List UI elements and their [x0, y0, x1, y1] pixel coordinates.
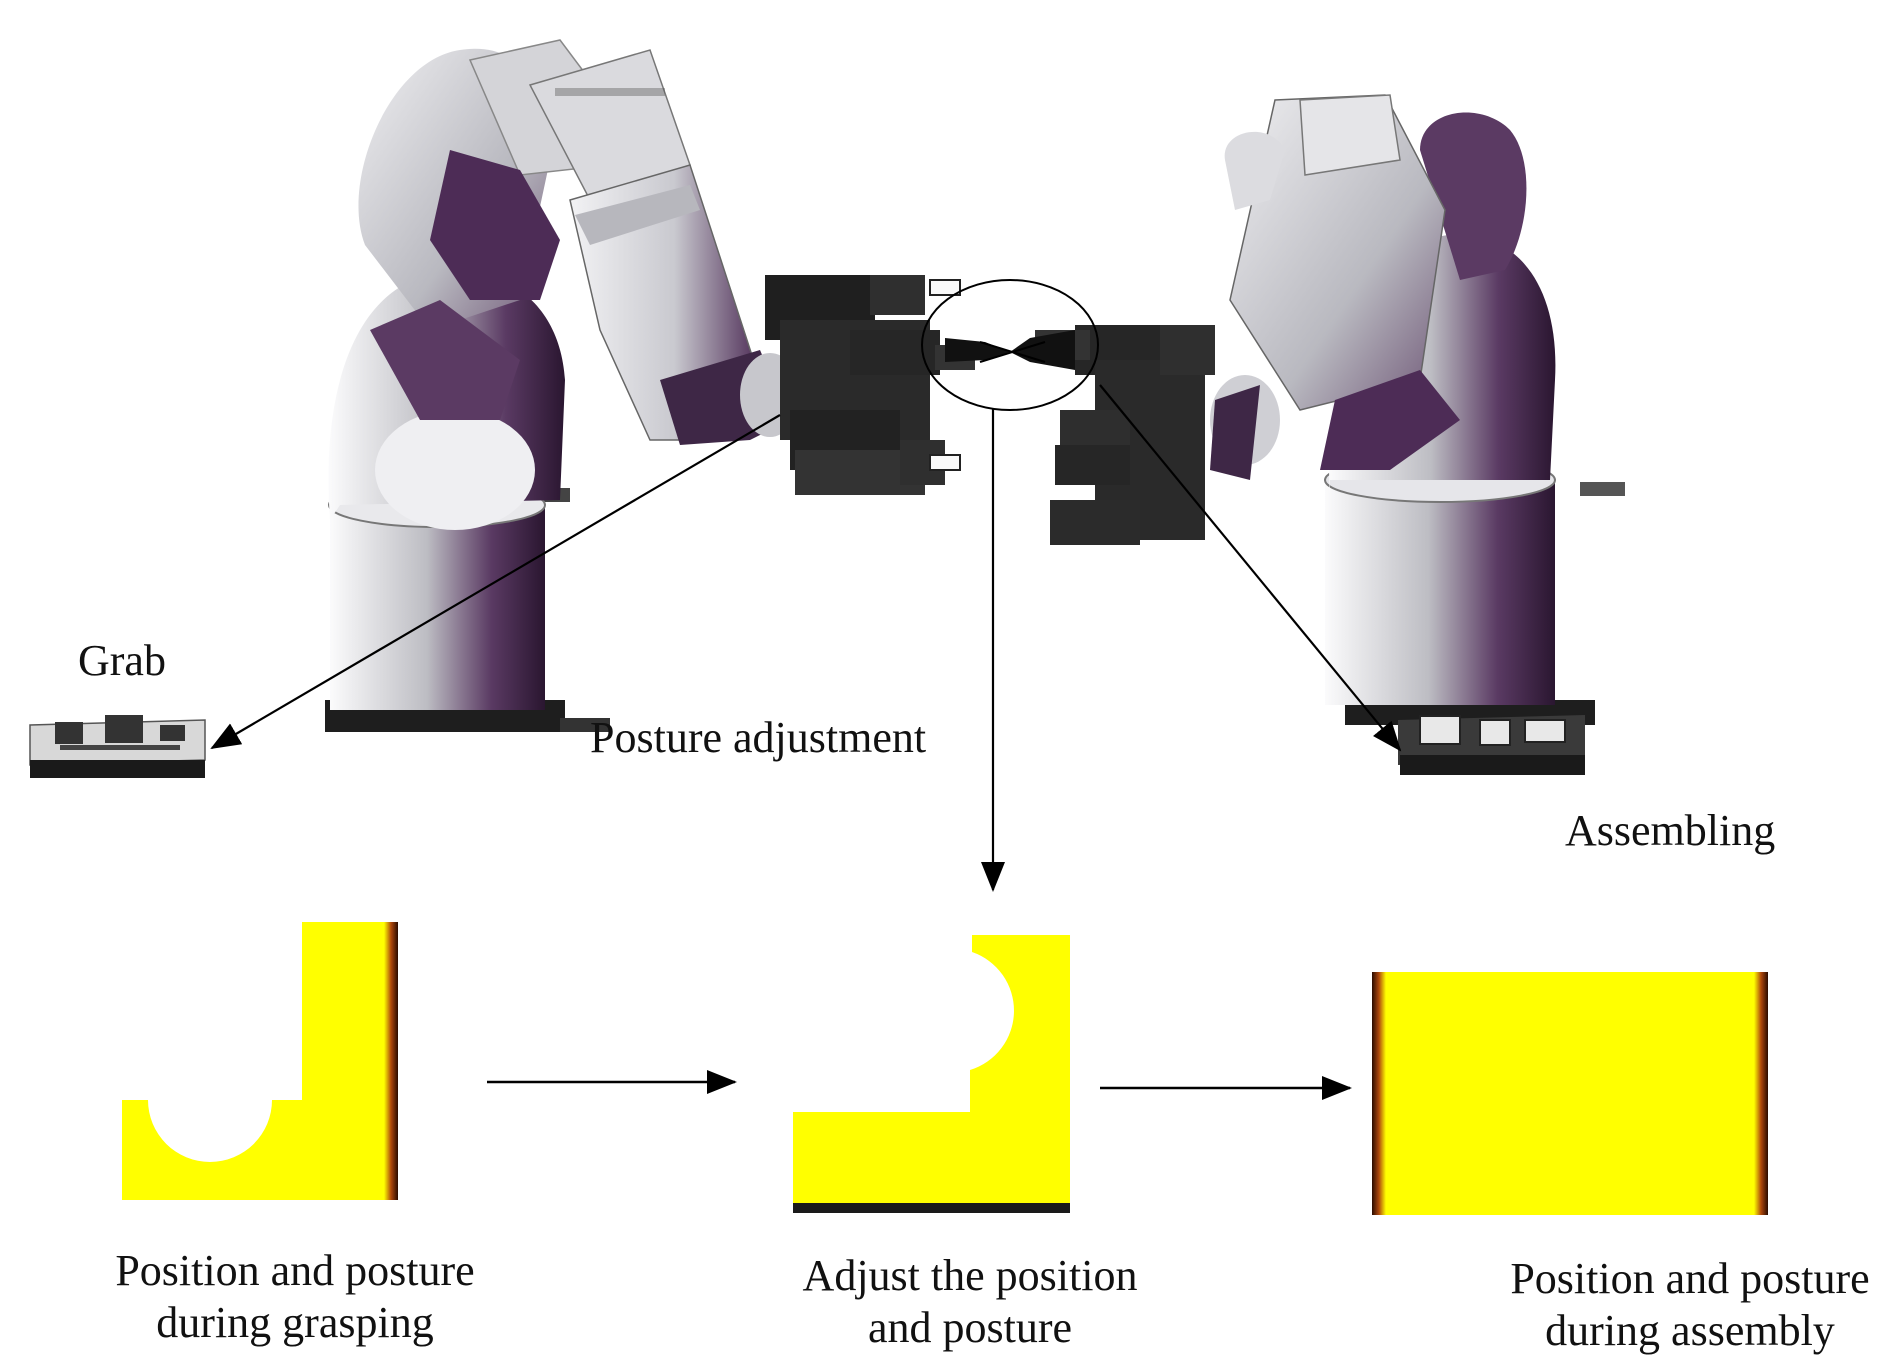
workpiece-plate-assembly	[1398, 715, 1585, 775]
meeting-fingers	[945, 330, 1075, 370]
caption-assembly: Position and posture during assembly	[1490, 1253, 1890, 1357]
caption-assembly-line2: during assembly	[1545, 1306, 1835, 1355]
caption-grasping: Position and posture during grasping	[90, 1245, 500, 1349]
workpiece-plate-grab	[29, 715, 206, 778]
caption-grasping-line2: during grasping	[156, 1298, 434, 1347]
arrow-to-grab	[210, 414, 781, 750]
label-assembling: Assembling	[1565, 806, 1776, 855]
caption-adjust: Adjust the position and posture	[780, 1250, 1160, 1354]
zoom-circle	[921, 279, 1099, 411]
caption-grasping-line1: Position and posture	[115, 1246, 475, 1295]
caption-adjust-line2: and posture	[867, 1303, 1073, 1352]
part-grasping	[122, 922, 398, 1200]
arrow-to-assembly	[1099, 384, 1402, 752]
right-robot-arm	[1210, 94, 1625, 725]
label-posture-adjustment: Posture adjustment	[590, 713, 927, 762]
left-gripper	[765, 275, 975, 495]
left-robot-arm	[325, 39, 800, 732]
part-assembly	[1372, 972, 1768, 1215]
label-grab: Grab	[78, 636, 166, 685]
caption-adjust-line1: Adjust the position	[802, 1251, 1138, 1300]
right-gripper	[1035, 325, 1215, 545]
caption-assembly-line1: Position and posture	[1510, 1254, 1870, 1303]
part-adjusting	[793, 935, 1070, 1213]
